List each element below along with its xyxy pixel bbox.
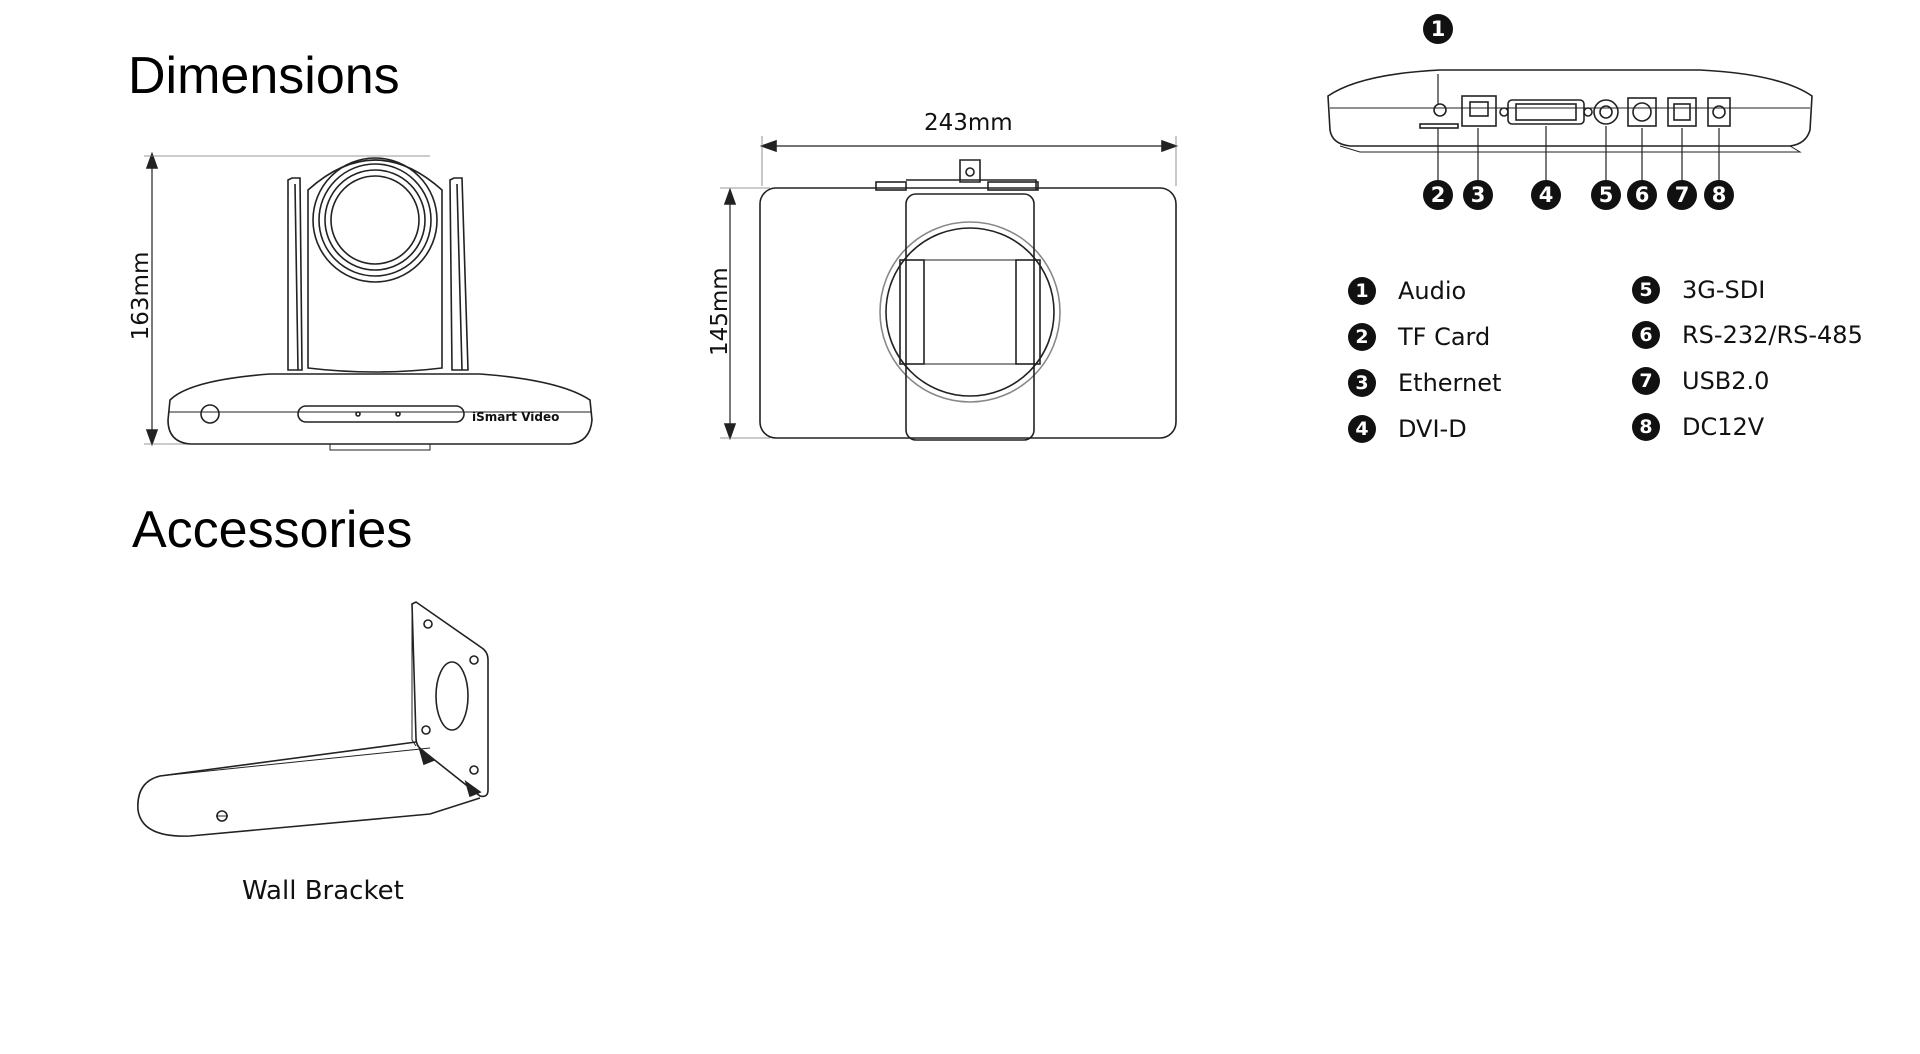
legend-num: 6 [1632, 321, 1660, 349]
camera-front-view-drawing [144, 151, 593, 451]
legend-item-usb2: 7 USB2.0 [1632, 364, 1769, 398]
legend-item-dvi-d: 4 DVI-D [1348, 412, 1467, 446]
legend-label: Audio [1398, 277, 1467, 305]
callout-4: 4 [1531, 180, 1561, 210]
accessories-title: Accessories [132, 501, 413, 559]
legend-item-3g-sdi: 5 3G-SDI [1632, 273, 1765, 307]
legend-item-rs232-rs485: 6 RS-232/RS-485 [1632, 318, 1863, 352]
legend-num: 5 [1632, 276, 1660, 304]
legend-num: 1 [1348, 277, 1376, 305]
legend-num: 7 [1632, 367, 1660, 395]
camera-rear-panel-drawing [1327, 69, 1813, 188]
callout-8: 8 [1704, 180, 1734, 210]
legend-num: 4 [1348, 415, 1376, 443]
callout-1: 1 [1423, 14, 1453, 44]
legend-num: 2 [1348, 323, 1376, 351]
callout-7: 7 [1667, 180, 1697, 210]
wall-bracket-caption: Wall Bracket [242, 876, 404, 906]
legend-label: DC12V [1682, 413, 1765, 441]
brand-mark: iSmart Video [472, 410, 560, 424]
top-depth-label: 145mm [707, 267, 733, 356]
front-height-label: 163mm [128, 251, 154, 341]
legend-label: Ethernet [1398, 369, 1502, 397]
legend-label: RS-232/RS-485 [1682, 321, 1863, 349]
callout-6: 6 [1627, 180, 1657, 210]
legend-label: DVI-D [1398, 415, 1467, 443]
legend-item-ethernet: 3 Ethernet [1348, 366, 1501, 400]
callout-2: 2 [1423, 180, 1453, 210]
legend-item-audio: 1 Audio [1348, 274, 1466, 308]
legend-item-tf-card: 2 TF Card [1348, 320, 1490, 354]
legend-label: 3G-SDI [1682, 276, 1766, 304]
callout-3: 3 [1463, 180, 1493, 210]
legend-item-dc12v: 8 DC12V [1632, 410, 1764, 444]
callout-5: 5 [1591, 180, 1621, 210]
legend-label: TF Card [1398, 323, 1491, 351]
dimensions-title: Dimensions [128, 47, 400, 105]
top-width-label: 243mm [924, 110, 1013, 136]
legend-num: 8 [1632, 413, 1660, 441]
wall-bracket-drawing [137, 601, 489, 837]
legend-label: USB2.0 [1682, 367, 1770, 395]
legend-num: 3 [1348, 369, 1376, 397]
camera-top-view-drawing [720, 136, 1179, 441]
